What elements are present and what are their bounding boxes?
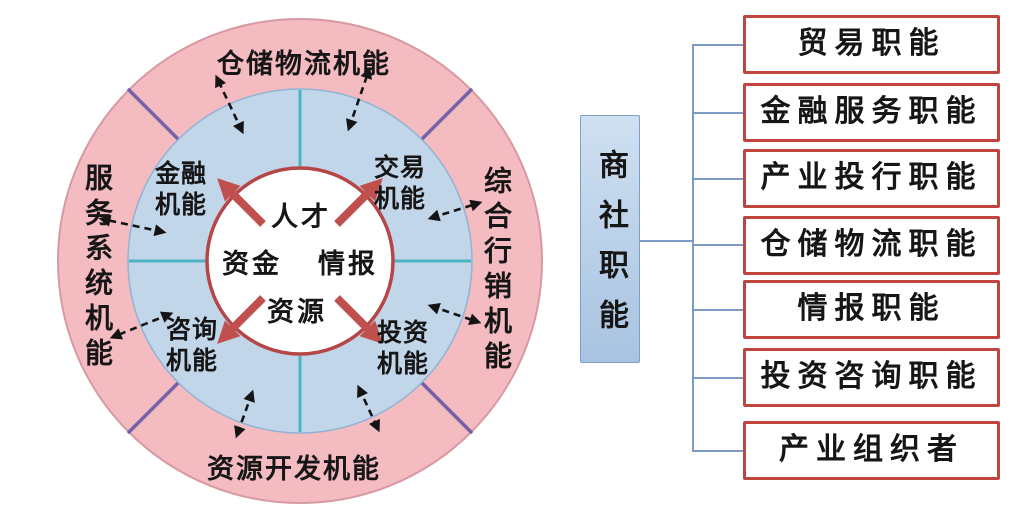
quadrant-divider-lines	[129, 90, 471, 432]
outer-ring-label-left: 服务系统机能	[81, 163, 112, 373]
branch-line	[694, 244, 743, 246]
root-connector-line	[640, 240, 694, 242]
divider-sw	[127, 381, 180, 434]
root-function-box: 商社职能	[580, 115, 640, 363]
dashed-arrow-left-upper	[98, 214, 167, 237]
branch-line	[694, 309, 743, 311]
function-box-industry-investment: 产业投行职能	[743, 149, 1000, 208]
branch-line	[694, 377, 743, 379]
ring-diagram-graphics	[57, 18, 543, 504]
branch-line	[694, 44, 743, 46]
red-arrow-ne	[334, 178, 383, 227]
root-function-label: 商社职能	[594, 149, 627, 349]
dashed-arrow-right-upper	[427, 199, 483, 222]
dashed-arrow-bottom-right	[357, 384, 380, 433]
core-label-resources: 资源	[267, 297, 327, 327]
core-label-information: 情报	[318, 249, 378, 279]
core-label-capital: 资金	[222, 249, 282, 279]
inner-ring-label-consulting: 咨询机能	[165, 317, 218, 375]
dashed-arrow-left-lower	[109, 311, 174, 340]
outer-sector-divider-lines	[127, 88, 473, 434]
divider-ne	[420, 88, 473, 141]
branch-line	[694, 112, 743, 114]
inner-ring-label-investment: 投资机能	[376, 320, 429, 378]
function-box-finance: 金融服务职能	[743, 83, 1000, 142]
function-box-warehouse-logistics: 仓储物流职能	[743, 216, 1000, 275]
outer-ring-label-right: 综合行销机能	[480, 166, 511, 376]
function-box-investment-consulting: 投资咨询职能	[743, 348, 1000, 407]
dashed-arrow-top-right	[346, 66, 372, 132]
function-box-information: 情报职能	[743, 280, 1000, 339]
inner-ring-label-trade: 交易机能	[373, 155, 426, 213]
trunk-line	[692, 44, 694, 452]
branch-line	[694, 450, 743, 452]
dashed-arrow-right-lower	[427, 303, 482, 325]
red-outward-arrows	[217, 178, 383, 344]
branch-line	[694, 178, 743, 180]
red-arrow-se	[334, 295, 383, 344]
inner-ring-label-finance: 金融机能	[154, 161, 207, 219]
core-label-talent: 人才	[271, 202, 331, 232]
red-arrow-nw	[217, 178, 266, 227]
outer-ring-label-bottom: 资源开发机能	[207, 454, 381, 484]
dashed-exchange-arrows	[98, 66, 483, 439]
red-arrow-sw	[217, 295, 266, 344]
dashed-arrow-bottom-left	[234, 389, 255, 439]
function-box-industry-organizer: 产业组织者	[743, 421, 1000, 480]
divider-se	[420, 381, 473, 434]
outer-ring-label-top: 仓储物流机能	[217, 49, 391, 79]
divider-nw	[127, 88, 180, 141]
function-box-trade: 贸易职能	[743, 15, 1000, 74]
dashed-arrow-top-left	[215, 74, 244, 135]
